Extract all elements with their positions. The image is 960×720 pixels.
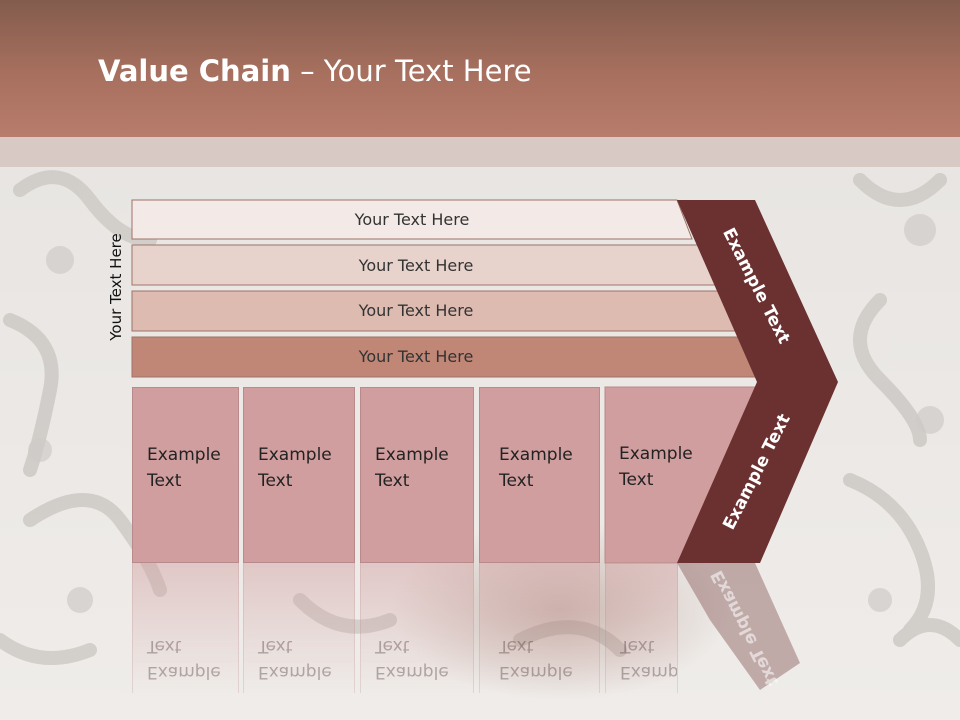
header-bar xyxy=(0,0,960,137)
bar-4: Your Text Here xyxy=(132,337,700,375)
activity-box-2: Example Text xyxy=(243,387,355,563)
box-1-line2: Text xyxy=(147,471,182,491)
box-5-line1: Example xyxy=(619,444,693,464)
bar-2-label: Your Text Here xyxy=(358,255,474,275)
activity-box-3: Example Text xyxy=(360,387,474,563)
box-3-line1: Example xyxy=(375,445,449,465)
title-rest: – Your Text Here xyxy=(290,54,532,88)
box-1-line1: Example xyxy=(147,445,221,465)
chevron-arrow xyxy=(677,200,838,563)
box-3-line2: Text xyxy=(375,471,410,491)
bar-3: Your Text Here xyxy=(132,291,700,329)
bar-4-label: Your Text Here xyxy=(358,346,474,366)
header-band xyxy=(0,137,960,167)
title-bold: Value Chain xyxy=(98,54,291,88)
activity-box-4: Example Text xyxy=(479,387,600,563)
activity-box-1: Example Text xyxy=(132,387,239,563)
bar-1-label: Your Text Here xyxy=(354,209,470,229)
chevron-reflection xyxy=(677,563,800,690)
box-4-line2: Text xyxy=(499,471,534,491)
bar-shape-1 xyxy=(131,199,693,240)
box-2-line1: Example xyxy=(258,445,332,465)
bar-3-label: Your Text Here xyxy=(358,300,474,320)
box-2-line2: Text xyxy=(258,471,293,491)
slide-title: Value Chain – Your Text Here xyxy=(98,54,532,88)
box-4-line1: Example xyxy=(499,445,573,465)
bar-1: Your Text Here xyxy=(132,200,692,238)
activity-box-5: Example Text xyxy=(605,387,705,563)
box-5-line2: Text xyxy=(619,470,654,490)
bar-2: Your Text Here xyxy=(132,246,700,284)
